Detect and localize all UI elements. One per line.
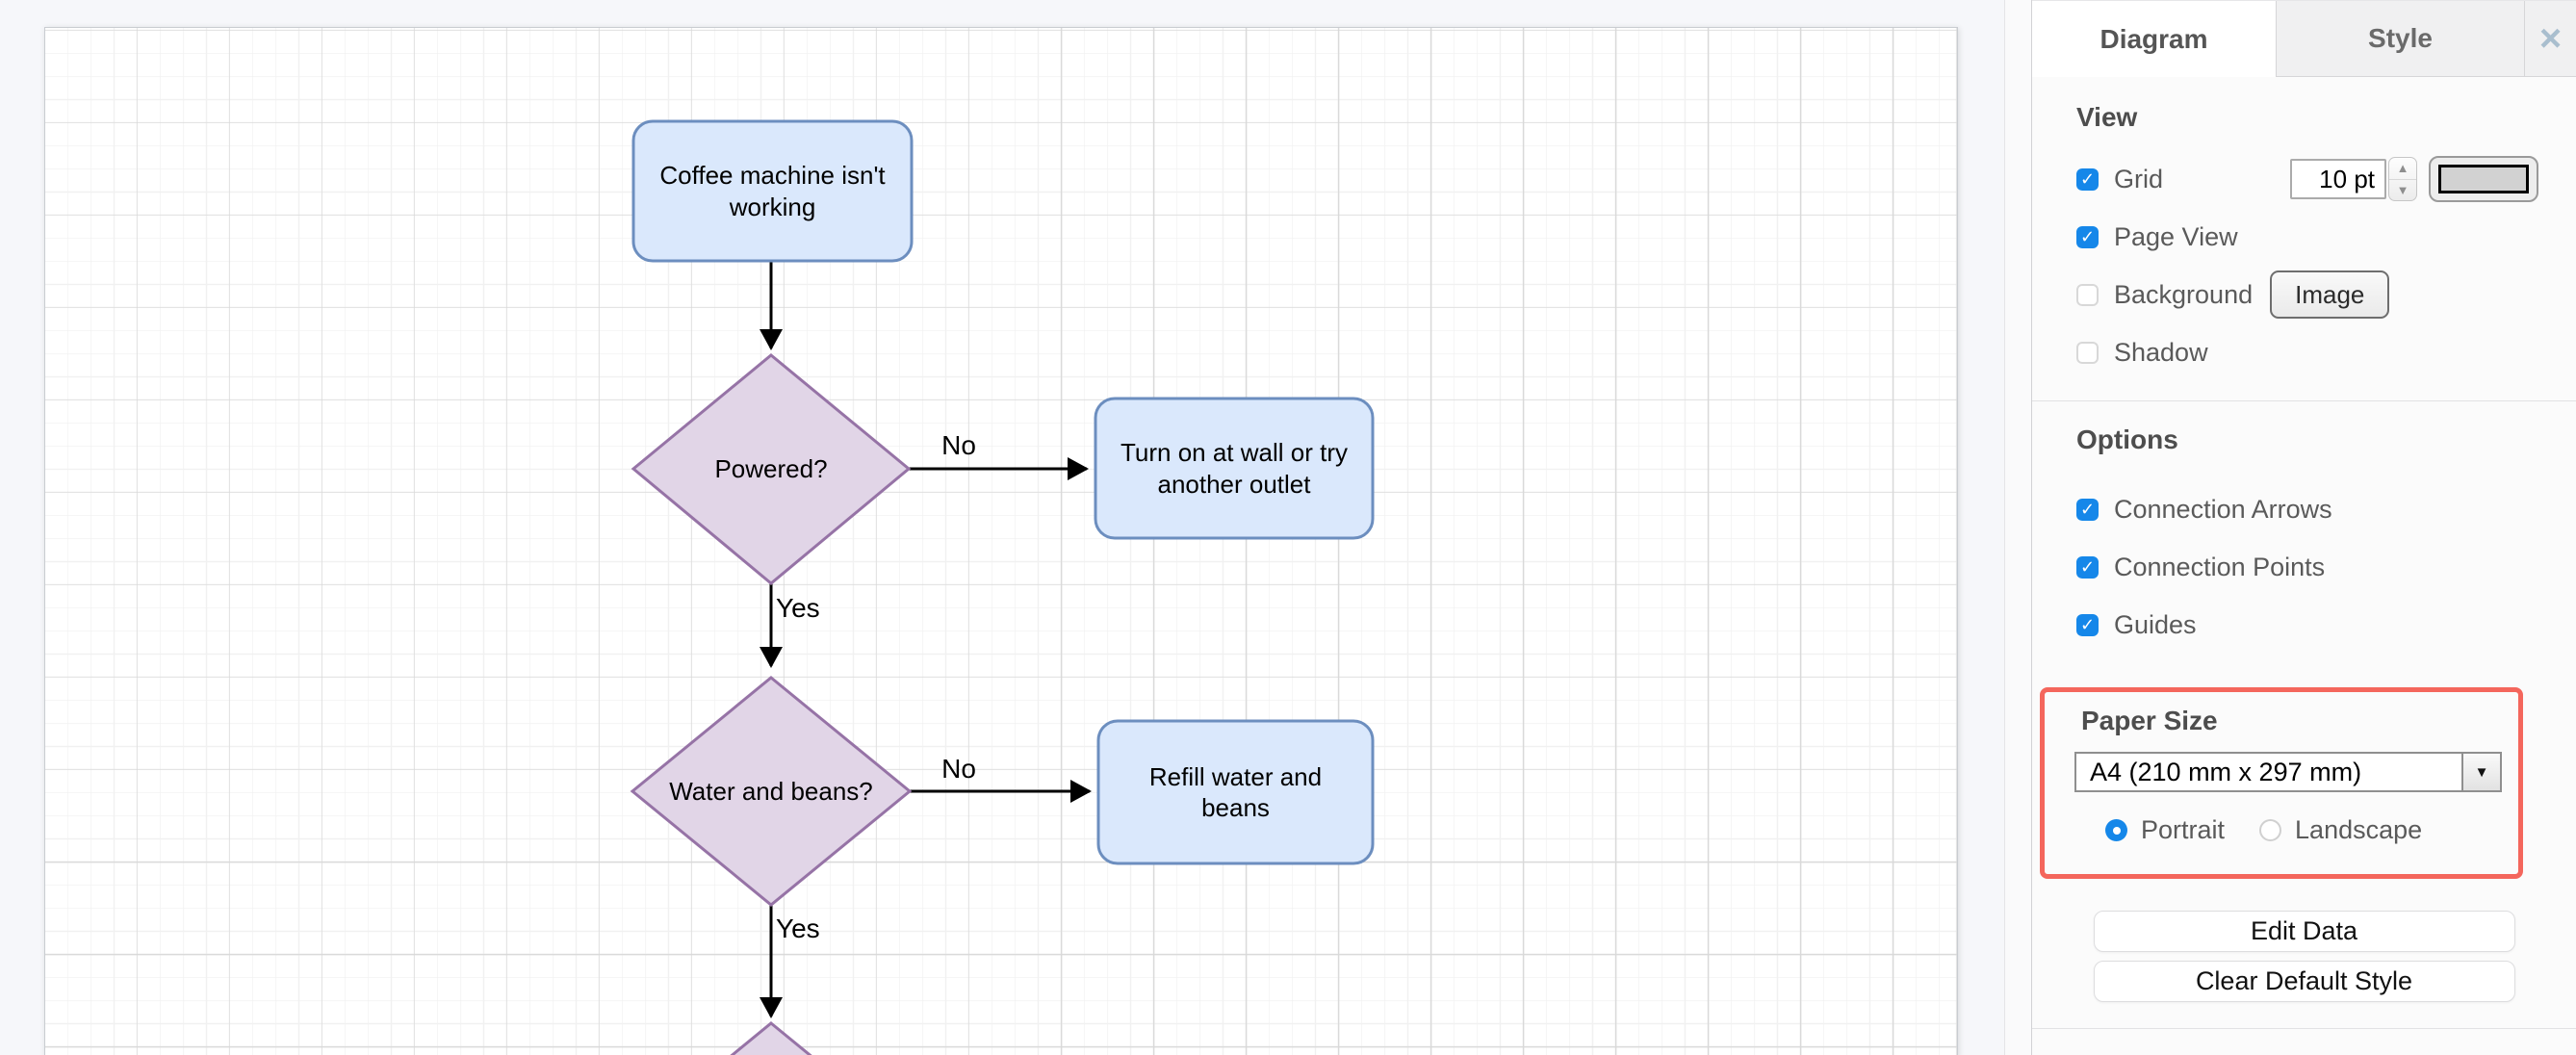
shadow-row: Shadow bbox=[2032, 323, 2576, 381]
background-row: Background Image bbox=[2032, 266, 2576, 323]
paper-size-value: A4 (210 mm x 297 mm) bbox=[2090, 757, 2362, 786]
format-panel: Diagram Style × View Grid ▲ ▼ bbox=[2031, 0, 2576, 1055]
bottom-divider bbox=[2032, 1028, 2576, 1029]
orientation-row: Portrait Landscape bbox=[2105, 815, 2518, 845]
shadow-label: Shadow bbox=[2114, 337, 2208, 367]
tab-diagram[interactable]: Diagram bbox=[2032, 1, 2277, 77]
node-powered-shape[interactable] bbox=[631, 353, 912, 585]
page-view-checkbox[interactable] bbox=[2076, 225, 2099, 248]
panel-tab-bar: Diagram Style × bbox=[2032, 0, 2576, 77]
stepper-up-icon[interactable]: ▲ bbox=[2389, 158, 2416, 180]
page-view-label: Page View bbox=[2114, 221, 2238, 251]
guides-checkbox[interactable] bbox=[2076, 613, 2099, 636]
connection-arrows-checkbox[interactable] bbox=[2076, 498, 2099, 521]
connection-points-row: Connection Points bbox=[2032, 538, 2576, 596]
grid-checkbox[interactable] bbox=[2076, 167, 2099, 191]
clear-default-style-button[interactable]: Clear Default Style bbox=[2093, 961, 2515, 1002]
paper-size-heading: Paper Size bbox=[2081, 706, 2218, 735]
flowchart-svg bbox=[630, 119, 1375, 1055]
grid-label: Grid bbox=[2114, 164, 2164, 193]
guides-label: Guides bbox=[2114, 609, 2197, 639]
landscape-radio[interactable] bbox=[2259, 819, 2282, 841]
guides-row: Guides bbox=[2032, 596, 2576, 654]
node-turnon-shape[interactable] bbox=[1094, 397, 1375, 540]
node-start-shape[interactable] bbox=[631, 119, 914, 263]
connection-points-label: Connection Points bbox=[2114, 552, 2326, 581]
page-view-row: Page View bbox=[2032, 208, 2576, 266]
panel-close-button[interactable]: × bbox=[2525, 1, 2576, 76]
drawing-canvas[interactable]: Coffee machine isn't working Powered? Tu… bbox=[0, 0, 2004, 1055]
connection-arrows-label: Connection Arrows bbox=[2114, 494, 2332, 524]
background-label: Background bbox=[2114, 279, 2254, 309]
portrait-radio[interactable] bbox=[2105, 819, 2127, 841]
select-dropdown-icon[interactable]: ▼ bbox=[2461, 754, 2500, 790]
connection-arrows-row: Connection Arrows bbox=[2032, 480, 2576, 538]
portrait-label: Portrait bbox=[2141, 815, 2226, 844]
node-water-shape[interactable] bbox=[630, 676, 913, 907]
paper-size-select[interactable]: A4 (210 mm x 297 mm) ▼ bbox=[2074, 752, 2502, 792]
node-next-shape-partial[interactable] bbox=[632, 1021, 910, 1055]
edit-data-button[interactable]: Edit Data bbox=[2093, 911, 2515, 952]
tab-style[interactable]: Style bbox=[2277, 1, 2525, 76]
options-heading: Options bbox=[2076, 425, 2178, 454]
view-heading: View bbox=[2076, 102, 2138, 132]
paper-size-highlight: Paper Size A4 (210 mm x 297 mm) ▼ Portra… bbox=[2040, 687, 2523, 879]
page-grid[interactable]: Coffee machine isn't working Powered? Tu… bbox=[44, 27, 1958, 1055]
grid-size-input[interactable] bbox=[2290, 159, 2386, 199]
background-image-button[interactable]: Image bbox=[2270, 270, 2390, 319]
grid-size-group: ▲ ▼ bbox=[2290, 156, 2538, 202]
landscape-label: Landscape bbox=[2295, 815, 2423, 844]
close-icon: × bbox=[2538, 17, 2563, 60]
grid-color-swatch bbox=[2438, 165, 2529, 193]
connection-points-checkbox[interactable] bbox=[2076, 555, 2099, 579]
shadow-checkbox[interactable] bbox=[2076, 341, 2099, 364]
node-refill-shape[interactable] bbox=[1096, 719, 1375, 865]
background-checkbox[interactable] bbox=[2076, 283, 2099, 306]
grid-color-button[interactable] bbox=[2429, 156, 2538, 202]
canvas-scrollbar-track[interactable] bbox=[2004, 0, 2032, 1055]
stepper-down-icon[interactable]: ▼ bbox=[2396, 182, 2409, 197]
section-divider bbox=[2032, 400, 2576, 401]
grid-row: Grid ▲ ▼ bbox=[2032, 150, 2576, 208]
grid-size-stepper[interactable]: ▲ ▼ bbox=[2388, 157, 2417, 201]
